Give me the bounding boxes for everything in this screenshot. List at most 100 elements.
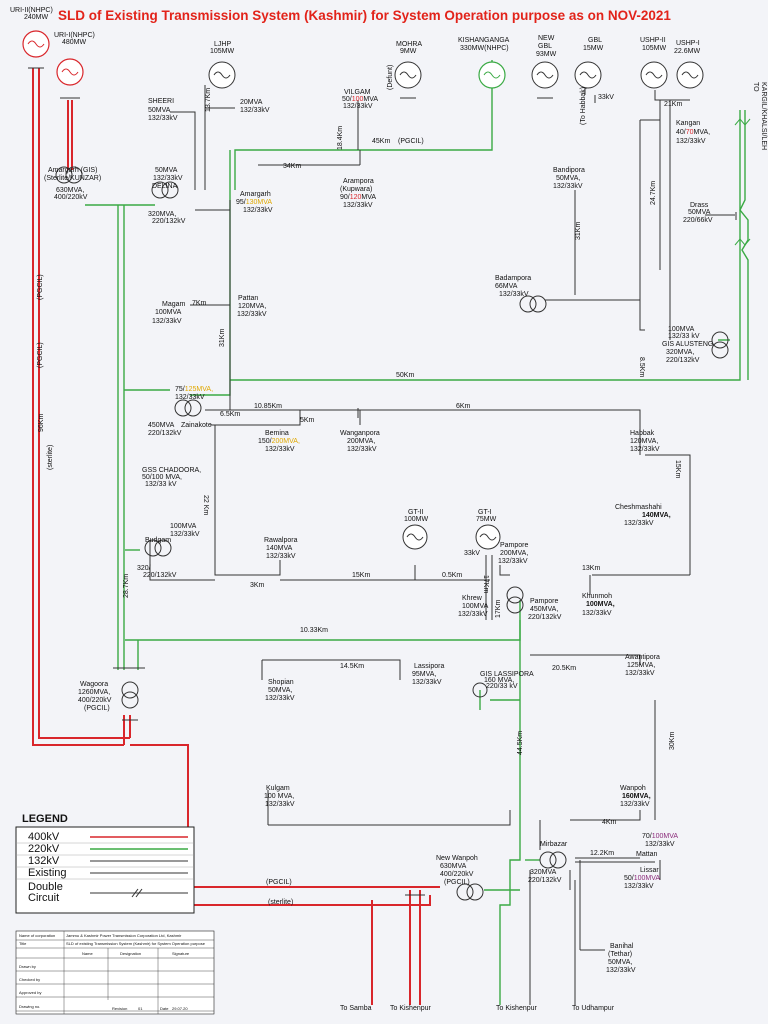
lassipora-name: Lassipora — [414, 663, 444, 670]
line-owner: (sterlite) — [268, 899, 293, 906]
label: 132/33 kV — [668, 333, 700, 340]
generator-gt2[interactable] — [402, 524, 428, 550]
pampore132-name: Pampore — [500, 542, 529, 549]
label: 132/33kV — [170, 531, 200, 538]
delina-name: DELINA — [152, 183, 178, 190]
line-owner: (sterlite) — [47, 445, 54, 470]
generator-kishanganga[interactable] — [478, 61, 506, 89]
label: 132/33kV — [243, 207, 273, 214]
label: 140MVA — [266, 545, 293, 552]
label: 132/33kV — [240, 107, 270, 114]
label: 200MVA, — [347, 438, 375, 445]
amargarh-name: Amargarh — [240, 191, 271, 198]
tb-head: Designation — [120, 951, 141, 956]
label: 220/66kV — [683, 217, 713, 224]
label: 132/33kV — [175, 394, 205, 401]
tb-value: SLD of existing Transmission System (Kas… — [66, 941, 206, 946]
generator-gbl[interactable] — [574, 61, 602, 89]
generator-ljhp[interactable] — [208, 61, 236, 89]
arampora-cap: 90/120MVA — [340, 194, 376, 201]
double-circuit-marks — [28, 67, 737, 896]
tb-label: Drawing no. — [19, 1004, 40, 1009]
label: 100MVA, — [586, 601, 615, 608]
label: (Tethar) — [608, 951, 632, 958]
distance: 31Km — [575, 222, 582, 240]
label: 132/33kV — [630, 446, 660, 453]
bemina-cap: 150/200MVA, — [258, 438, 300, 445]
bandipora-name: Bandipora — [553, 167, 585, 174]
transformer-delina[interactable] — [151, 181, 179, 199]
transformer-budgam[interactable] — [144, 539, 172, 557]
label: 120MVA, — [238, 303, 266, 310]
label: 50MVA, — [556, 175, 580, 182]
transformer-mirbazar[interactable] — [539, 851, 567, 869]
label: 220/132kV — [148, 430, 182, 437]
transformer-badampora[interactable] — [519, 295, 547, 313]
label: 320MVA, — [666, 349, 694, 356]
bemina-cap-part: 150/ — [258, 438, 272, 445]
banihal-name: Banihal — [610, 943, 634, 950]
budgam-name: Budgam — [145, 537, 171, 544]
generator-uri2[interactable] — [22, 30, 50, 58]
kangan-cap-part: MVA, — [694, 129, 711, 136]
arampora-name: Arampora — [343, 178, 374, 185]
mattan-name: Mattan — [636, 851, 658, 858]
newwanpoh-name: New Wanpoh — [436, 855, 478, 862]
transformer-newwanpoh[interactable] — [456, 883, 484, 901]
generator-gt1[interactable] — [475, 524, 501, 550]
generator-uri1[interactable] — [56, 58, 84, 86]
label: 132/33kV — [148, 115, 178, 122]
distance: 12.2Km — [590, 850, 614, 857]
distance: 15Km — [352, 572, 370, 579]
tb-label: Checked by — [19, 977, 40, 982]
vilgam-cap-part: 100 — [352, 96, 364, 103]
vilgam-cap: 50/100MVA — [342, 96, 378, 103]
label: 132/33kV — [606, 967, 636, 974]
distance: 3Km — [250, 582, 265, 589]
label: 132/33kV — [347, 446, 377, 453]
gen-kg-name: KISHANGANGA — [458, 37, 510, 44]
line-owner: (PGCIL) — [37, 274, 44, 300]
transformer-zainakote[interactable] — [174, 399, 202, 417]
gen-gbl-name: GBL — [588, 37, 602, 44]
label: 50MVA — [688, 209, 711, 216]
generators — [22, 30, 704, 550]
magam-name: Magam — [162, 301, 186, 308]
label: 220/132kV — [666, 357, 700, 364]
label: 132/33kV — [553, 183, 583, 190]
generator-newgbl[interactable] — [531, 61, 559, 89]
gen-gt2-name: GT-II — [408, 509, 424, 516]
kangan-cap-part: 40/ — [676, 129, 686, 136]
distance: 17Km — [482, 575, 489, 593]
generator-ushp2[interactable] — [640, 61, 668, 89]
label: 320/ — [137, 565, 151, 572]
transformer-gis-lassipora[interactable] — [472, 682, 488, 698]
gen-uri1-name: URI-I(NHPC) — [54, 32, 95, 39]
gen-gt1-cap: 75MW — [476, 516, 497, 523]
label: 400/220kV — [440, 871, 474, 878]
label: 132/33kV — [153, 175, 183, 182]
zainakote-cap1: 75/125MVA, — [175, 386, 213, 393]
gen-mohra-name: MOHRA — [396, 41, 422, 48]
transformer-wagoora[interactable] — [121, 681, 139, 709]
distance: 6.5Km — [220, 411, 240, 418]
label: 95MVA, — [412, 671, 436, 678]
label: 132/33kV — [266, 553, 296, 560]
kulgam-name: Kulgam — [266, 785, 290, 792]
distance: 28.7Km — [123, 574, 130, 598]
transformer-pampore220[interactable] — [506, 586, 524, 614]
distance: 30Km — [669, 732, 676, 750]
label: 220/132kV — [528, 614, 562, 621]
chadoora-name: GSS CHADOORA, — [142, 467, 201, 474]
label: 400/220kV — [78, 697, 112, 704]
transformer-alusteng[interactable] — [711, 331, 729, 359]
transformer-amargarh-gis[interactable] — [55, 166, 83, 184]
generator-mohra[interactable] — [394, 61, 422, 89]
legend-item-label: 400kV — [28, 831, 60, 843]
generator-ushp1[interactable] — [676, 61, 704, 89]
shopian-name: Shopian — [268, 679, 294, 686]
lissar-cap: 50/100MVA — [624, 875, 660, 882]
label: 132/33kV — [458, 611, 488, 618]
